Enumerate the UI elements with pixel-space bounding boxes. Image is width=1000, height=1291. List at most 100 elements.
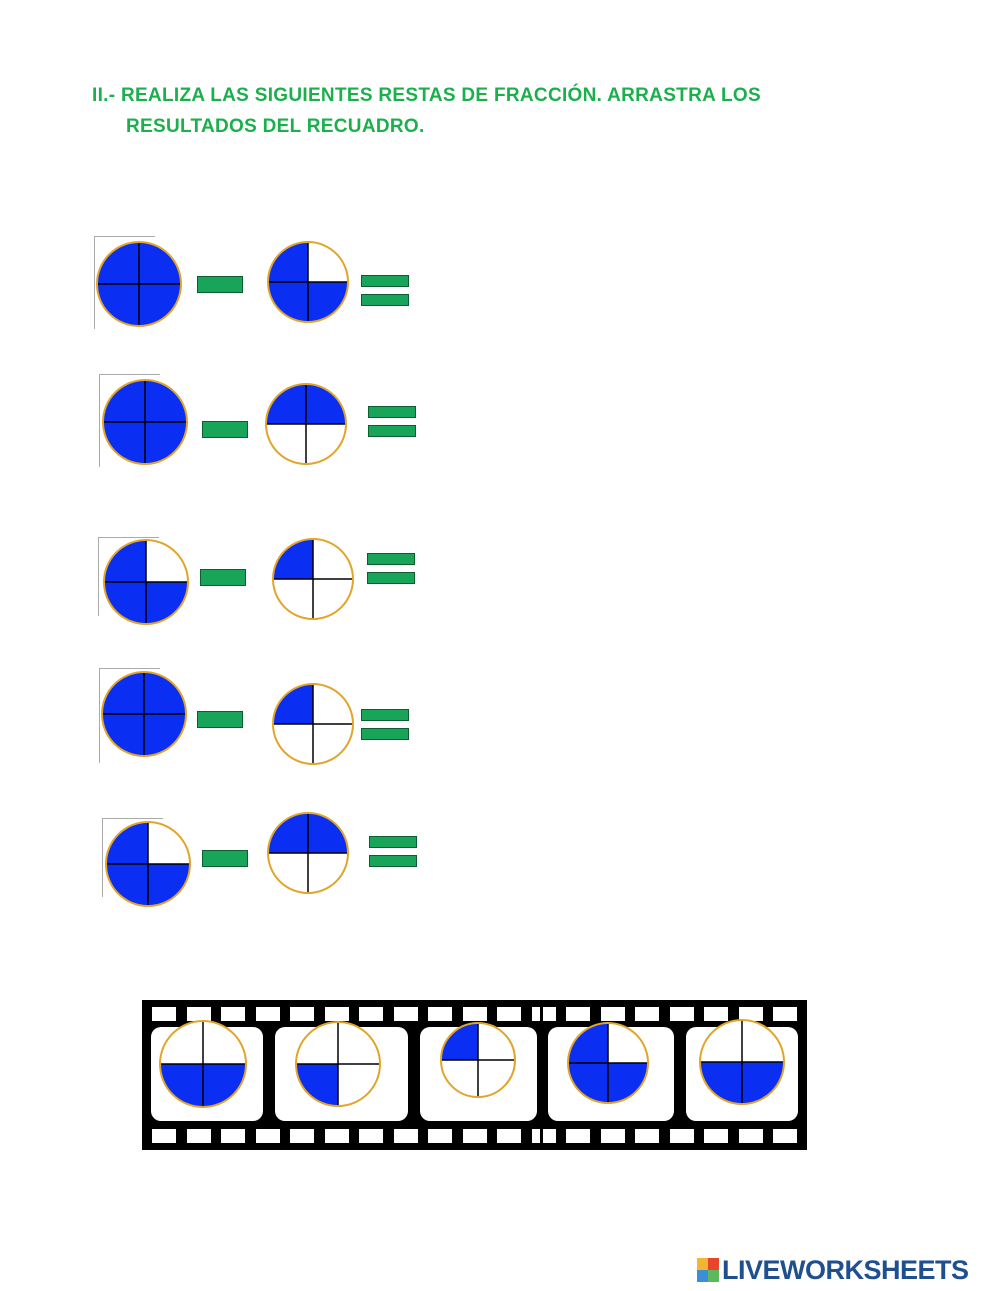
film-perforation: [221, 1129, 245, 1143]
quadrant-bottom-right-empty: [478, 1060, 515, 1097]
equals-sign: [367, 553, 415, 585]
answer-fraction-circle[interactable]: [439, 1021, 517, 1104]
image-edge: [94, 236, 155, 329]
quadrant-top-right-empty: [146, 540, 188, 582]
answer-fraction-circle[interactable]: [294, 1020, 382, 1113]
film-perforation: [186, 1129, 211, 1143]
quadrant-top-right-empty: [608, 1023, 648, 1063]
subtrahend-circle-graphic: [272, 538, 354, 620]
equals-sign: [361, 709, 409, 741]
film-perforation: [462, 1129, 487, 1143]
subtrahend-fraction-circle: [264, 382, 348, 471]
answer-drop-zone-4[interactable]: [431, 668, 531, 758]
quadrant-bottom-left-shaded: [568, 1063, 608, 1103]
quadrant-top-right-empty: [203, 1021, 246, 1064]
quadrant-top-left-empty: [160, 1021, 203, 1064]
answer-drop-zone-3[interactable]: [437, 536, 537, 626]
quadrant-bottom-right-empty: [306, 424, 346, 464]
quadrant-bottom-left-shaded: [102, 714, 144, 756]
quadrant-top-right-shaded: [139, 242, 181, 284]
film-perforation: [186, 1007, 211, 1021]
minus-sign: [202, 850, 248, 867]
film-perforation: [393, 1129, 418, 1143]
quadrant-top-left-shaded: [268, 242, 308, 282]
subtrahend-circle-graphic: [272, 683, 354, 765]
quadrant-bottom-right-empty: [313, 579, 353, 619]
quadrant-bottom-left-shaded: [97, 284, 139, 326]
film-perforation: [531, 1129, 556, 1143]
answer-option-5[interactable]: [686, 1019, 798, 1121]
quadrant-bottom-left-empty: [273, 579, 313, 619]
minuend-fraction-circle: [102, 538, 190, 631]
quadrant-bottom-right-shaded: [148, 864, 190, 906]
circle-outline: [159, 1020, 247, 1108]
liveworksheets-logo-icon: [697, 1258, 719, 1282]
quadrant-bottom-right-shaded: [608, 1063, 648, 1103]
circle-outline: [267, 241, 349, 323]
circle-outline: [699, 1019, 785, 1105]
answer-option-4[interactable]: [548, 1022, 674, 1121]
answer-drop-zone-1[interactable]: [431, 238, 531, 328]
quadrant-top-right-empty: [308, 242, 348, 282]
equals-sign: [369, 836, 417, 868]
film-perforation: [669, 1007, 694, 1021]
quadrant-top-right-shaded: [145, 380, 187, 422]
quadrant-top-right-empty: [338, 1022, 380, 1064]
film-perforation: [324, 1007, 349, 1021]
quadrant-bottom-right-empty: [313, 724, 353, 764]
answer-fraction-circle[interactable]: [698, 1018, 786, 1111]
film-perforation: [635, 1007, 659, 1021]
minus-sign: [200, 569, 246, 586]
quadrant-top-right-empty: [313, 539, 353, 579]
minuend-circle-graphic: [101, 671, 187, 757]
quadrant-bottom-left-empty: [441, 1060, 478, 1097]
circle-outline: [101, 671, 187, 757]
circle-outline: [265, 383, 347, 465]
circle-outline: [295, 1021, 381, 1107]
minuend-fraction-circle: [104, 820, 192, 913]
circle-outline: [272, 538, 354, 620]
quadrant-bottom-left-shaded: [700, 1062, 742, 1104]
answer-drop-zone-5[interactable]: [439, 818, 539, 908]
quadrant-top-right-shaded: [306, 384, 346, 424]
minus-sign: [197, 276, 243, 293]
quadrant-bottom-right-shaded: [145, 422, 187, 464]
film-perforation: [773, 1007, 797, 1021]
quadrant-bottom-right-shaded: [139, 284, 181, 326]
minuend-circle-graphic: [102, 379, 188, 465]
answer-circle-graphic: [699, 1019, 785, 1105]
image-edge: [102, 818, 163, 897]
quadrant-bottom-right-shaded: [203, 1064, 246, 1107]
answer-option-2[interactable]: [275, 1021, 408, 1121]
answer-option-1[interactable]: [151, 1020, 263, 1121]
film-perforation: [600, 1129, 625, 1143]
answer-bank-filmstrip: [142, 1000, 807, 1150]
liveworksheets-logo: LIVEWORKSHEETS: [697, 1255, 969, 1285]
film-perforation: [669, 1129, 694, 1143]
answer-circle-graphic: [159, 1020, 247, 1108]
answer-fraction-circle[interactable]: [158, 1019, 248, 1114]
subtrahend-circle-graphic: [267, 812, 349, 894]
circle-outline: [567, 1022, 649, 1104]
quadrant-bottom-left-shaded: [104, 582, 146, 624]
filmstrip-seam: [540, 1000, 543, 1150]
circle-outline: [440, 1022, 516, 1098]
quadrant-top-left-empty: [700, 1020, 742, 1062]
film-perforation: [738, 1007, 763, 1021]
quadrant-top-left-shaded: [568, 1023, 608, 1063]
film-perforation: [221, 1007, 245, 1021]
film-perforation: [255, 1007, 280, 1021]
minus-sign: [202, 421, 248, 438]
subtrahend-fraction-circle: [266, 240, 350, 329]
quadrant-top-left-shaded: [97, 242, 139, 284]
answer-option-3[interactable]: [420, 1022, 537, 1121]
subtrahend-fraction-circle: [266, 811, 350, 900]
answer-drop-zone-2[interactable]: [438, 376, 538, 466]
minuend-circle-graphic: [103, 539, 189, 625]
film-perforation: [531, 1007, 556, 1021]
quadrant-bottom-left-empty: [268, 853, 308, 893]
minuend-circle-graphic: [105, 821, 191, 907]
answer-fraction-circle[interactable]: [566, 1021, 650, 1110]
film-perforation: [255, 1129, 280, 1143]
quadrant-top-left-shaded: [273, 539, 313, 579]
